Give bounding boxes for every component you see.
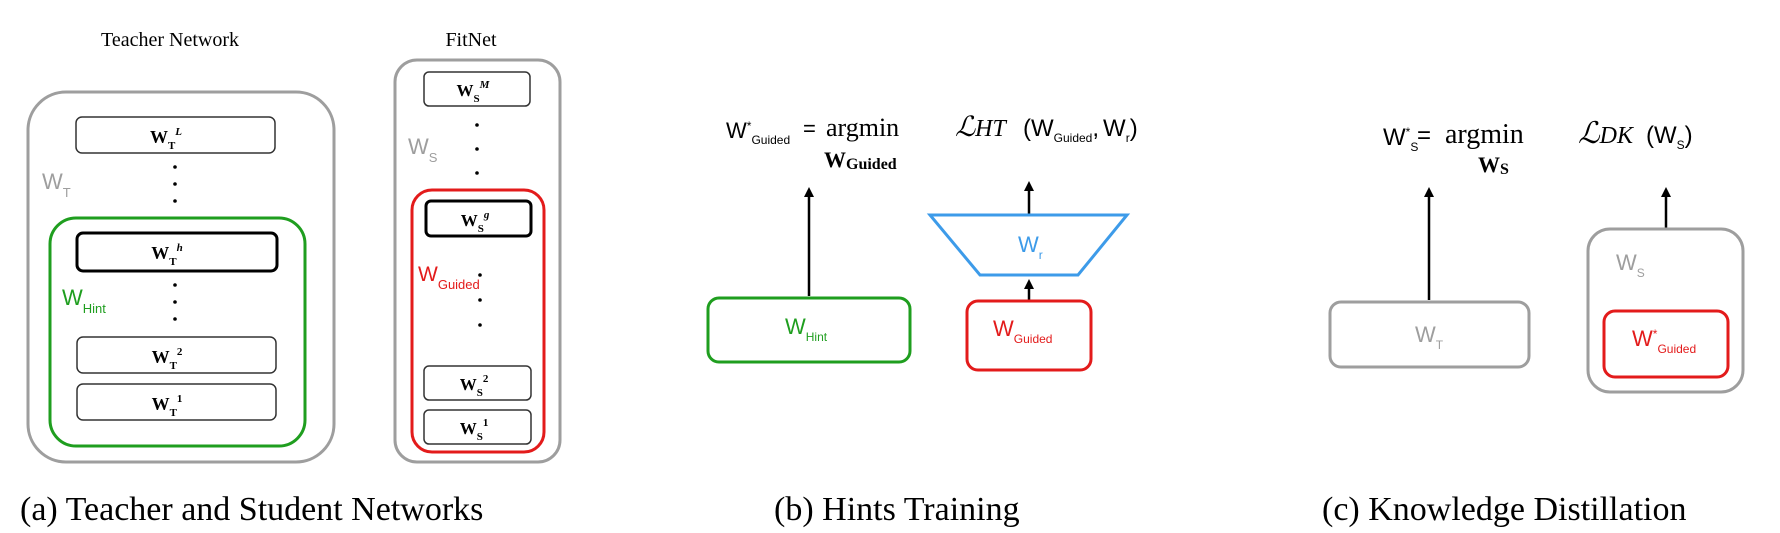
student-ellipsis-upper (475, 123, 479, 175)
teacher-group-label: WT (42, 169, 71, 200)
hint-group-label: WHint (62, 285, 106, 316)
teacher-ellipsis-lower (173, 283, 177, 321)
equation-b-lhs: W*Guided (726, 118, 790, 147)
fitnet-title: FitNet (445, 29, 497, 51)
guided-group (410, 188, 546, 454)
student-ellipsis-lower (478, 273, 482, 327)
guided-box-b (965, 299, 1093, 372)
hint-box (706, 296, 912, 364)
guided-box-c (1602, 309, 1730, 379)
hints-training-equation: W*Guided = argmin WGuided ℒHT (WGuided,W… (726, 112, 1138, 173)
panel-c-knowledge-distillation: W*S = argmin WS ℒDK (WS) WT WS W*Guided … (1322, 117, 1745, 528)
teacher-layer-2 (76, 336, 277, 374)
teacher-layer-h-label: WTh (151, 242, 182, 268)
equation-b-argmin: argmin (826, 113, 899, 142)
caption-a: (a) Teacher and Student Networks (20, 491, 483, 528)
equation-c-argmin-under: WS (1478, 152, 1509, 178)
student-layer-1 (423, 409, 532, 445)
equation-c-loss: ℒDK (1578, 117, 1635, 150)
guided-group-label: WGuided (418, 263, 480, 292)
fitnet-group (393, 58, 562, 464)
student-layer-1-label: WS1 (460, 417, 489, 443)
teacher-box-c (1328, 300, 1531, 369)
caption-c: (c) Knowledge Distillation (1322, 491, 1686, 528)
equation-b-argmin-under: WGuided (824, 147, 897, 173)
student-layer-M (423, 71, 531, 107)
equation-b-loss: ℒHT (955, 112, 1008, 143)
panel-a-teacher-student: Teacher Network FitNet WT WTL WHint WTh … (20, 29, 562, 528)
teacher-network-title: Teacher Network (101, 29, 239, 51)
teacher-layer-L-label: WTL (150, 126, 182, 152)
equation-c-argmin: argmin (1445, 119, 1524, 150)
teacher-layer-1 (76, 383, 277, 421)
equation-c-args: (WS) (1646, 122, 1693, 152)
teacher-ellipsis-upper (173, 165, 177, 203)
teacher-layer-h (75, 231, 279, 273)
student-layer-2-label: WS2 (460, 373, 489, 399)
teacher-layer-L (75, 116, 276, 154)
student-layer-M-label: WSM (457, 79, 491, 105)
guided-box-b-label: WGuided (993, 316, 1052, 346)
distillation-equation: W*S = argmin WS ℒDK (WS) (1383, 117, 1693, 178)
student-group-label: WS (408, 134, 438, 165)
equation-b-equals: = (803, 116, 816, 141)
hint-group (48, 216, 307, 448)
regressor-label: Wr (1018, 232, 1043, 262)
caption-b: (b) Hints Training (774, 491, 1020, 528)
teacher-network-group (26, 90, 336, 464)
equation-c-lhs: W*S (1383, 124, 1418, 154)
student-layer-g (424, 199, 533, 238)
teacher-layer-1-label: WT1 (152, 393, 183, 419)
regressor-trapezoid (926, 213, 1131, 277)
equation-c-equals: = (1417, 122, 1431, 149)
student-group-c-label: WS (1616, 250, 1645, 280)
teacher-layer-2-label: WT2 (152, 346, 183, 372)
hint-box-label: WHint (785, 314, 828, 344)
equation-b-args: (WGuided,Wr) (1023, 115, 1138, 145)
guided-box-c-label: W*Guided (1632, 326, 1696, 356)
student-layer-2 (423, 365, 532, 401)
panel-b-hints-training: W*Guided = argmin WGuided ℒHT (WGuided,W… (706, 112, 1138, 528)
teacher-box-c-label: WT (1415, 322, 1444, 352)
student-layer-g-label: WSg (461, 209, 490, 235)
